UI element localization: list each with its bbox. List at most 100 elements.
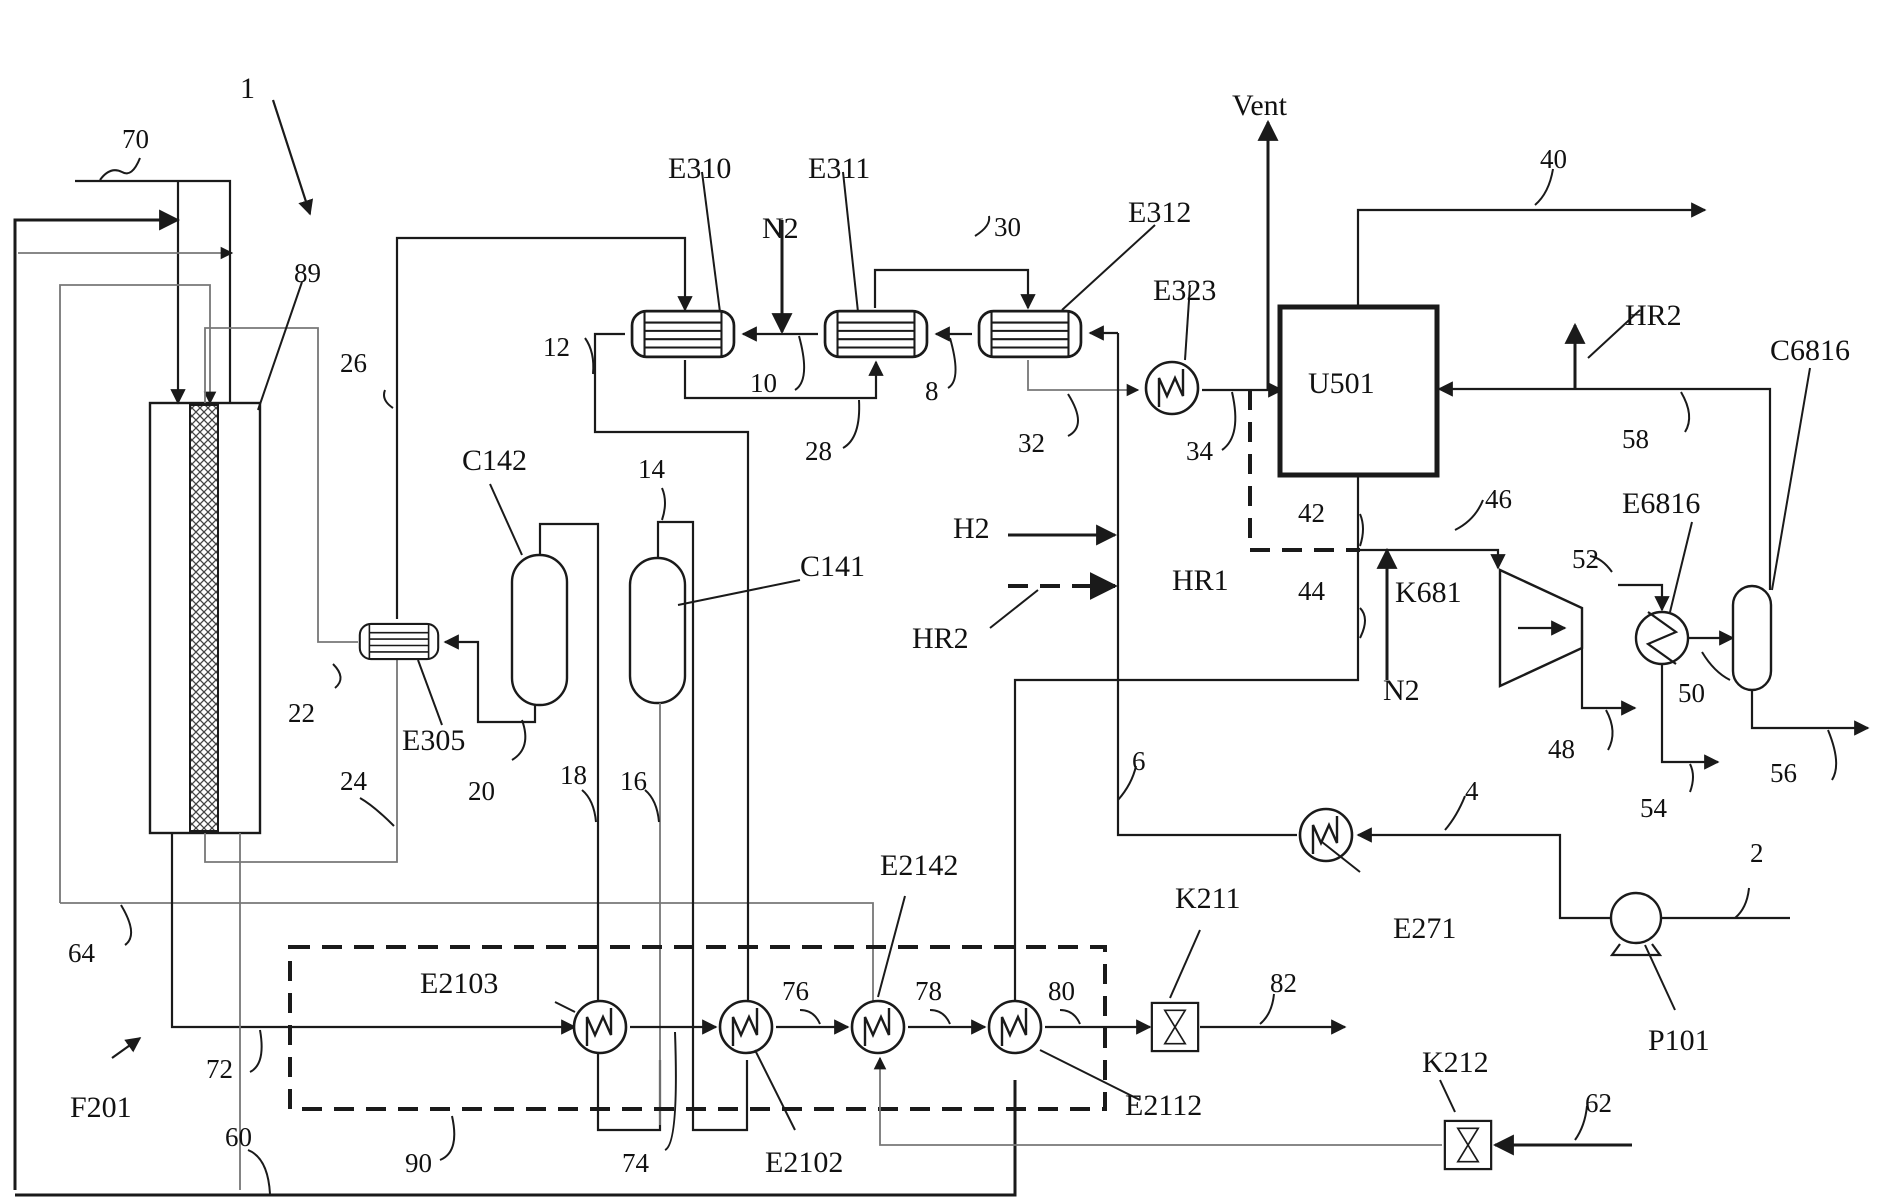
figure-number-label: 1 [240, 72, 255, 105]
squiggle-60 [248, 1150, 270, 1194]
squiggle-24 [360, 798, 394, 826]
squiggle-16 [645, 790, 659, 822]
label-stream-74: 74 [622, 1148, 650, 1178]
label-e2112: E2112 [1125, 1089, 1202, 1122]
furnace-catalyst-tubes [190, 405, 218, 831]
squiggle-90 [440, 1116, 454, 1160]
label-p101: P101 [1648, 1024, 1710, 1057]
label-stream-80: 80 [1048, 976, 1075, 1006]
label-e2142: E2142 [880, 849, 958, 882]
exchanger-e311 [825, 311, 927, 357]
label-e2103: E2103 [420, 967, 498, 1000]
label-stream-30: 30 [994, 212, 1021, 242]
squiggle-8 [948, 338, 956, 388]
leader-c142 [490, 484, 522, 555]
line-stream-60-bottom [15, 1080, 1015, 1195]
label-k212: K212 [1422, 1046, 1489, 1079]
line-stream-30 [875, 270, 1028, 308]
line-stream-70 [75, 181, 230, 403]
label-stream-44: 44 [1298, 576, 1326, 606]
squiggle-14 [662, 488, 665, 520]
label-stream-89: 89 [294, 258, 321, 288]
squiggle-78 [930, 1010, 950, 1024]
squiggle-32 [1068, 394, 1078, 436]
line-stream-52 [1618, 585, 1662, 610]
squiggle-22 [333, 664, 341, 688]
leader-89 [258, 282, 302, 410]
label-stream-62: 62 [1585, 1088, 1612, 1118]
label-stream-52: 52 [1572, 544, 1599, 574]
leader-e310 [702, 172, 720, 312]
label-e312: E312 [1128, 196, 1191, 229]
label-stream-82: 82 [1270, 968, 1297, 998]
squiggle-64 [121, 905, 131, 945]
label-stream-22: 22 [288, 698, 315, 728]
label-hr1: HR1 [1172, 564, 1229, 597]
squiggle-30 [975, 216, 989, 236]
squiggle-20 [512, 720, 525, 760]
label-stream-40: 40 [1540, 144, 1567, 174]
label-n2-bottom: N2 [1383, 674, 1420, 707]
exchanger-e310 [632, 311, 734, 357]
label-e2102: E2102 [765, 1146, 843, 1179]
label-vent: Vent [1232, 89, 1288, 122]
label-stream-32: 32 [1018, 428, 1045, 458]
leader-e311 [843, 172, 858, 312]
label-stream-60: 60 [225, 1122, 252, 1152]
vessel-c142 [512, 555, 567, 705]
label-h2: H2 [953, 512, 990, 545]
label-stream-76: 76 [782, 976, 809, 1006]
squiggle-12 [585, 338, 593, 374]
line-stream-56 [1752, 690, 1868, 728]
label-stream-6: 6 [1132, 746, 1146, 776]
exchanger-e6816 [1636, 612, 1688, 664]
vessel-c141 [630, 558, 685, 703]
label-k681: K681 [1395, 576, 1462, 609]
line-stream-4 [1358, 835, 1612, 918]
label-stream-90: 90 [405, 1148, 432, 1178]
exchanger-e2112 [989, 1001, 1041, 1053]
label-stream-78: 78 [915, 976, 942, 1006]
leader-e312 [1062, 225, 1155, 310]
label-c6816: C6816 [1770, 334, 1850, 367]
squiggle-72 [250, 1030, 262, 1072]
squiggle-56 [1828, 730, 1836, 780]
label-stream-56: 56 [1770, 758, 1797, 788]
pointer-f201 [112, 1038, 140, 1058]
leader-k212 [1440, 1080, 1455, 1112]
leader-k211 [1170, 930, 1200, 998]
label-u501: U501 [1308, 367, 1375, 400]
squiggle-28 [843, 400, 859, 448]
furnace-f201 [150, 403, 260, 833]
squiggle-26 [384, 390, 393, 408]
label-stream-20: 20 [468, 776, 495, 806]
label-e323: E323 [1153, 274, 1216, 307]
label-stream-12: 12 [543, 332, 570, 362]
label-stream-10: 10 [750, 368, 777, 398]
leader-hr2-left [990, 590, 1038, 628]
exchanger-e323 [1146, 362, 1198, 414]
label-stream-4: 4 [1465, 776, 1479, 806]
leader-c6816 [1772, 368, 1810, 590]
label-f201: F201 [70, 1091, 132, 1124]
label-k211: K211 [1175, 882, 1241, 915]
label-stream-42: 42 [1298, 498, 1325, 528]
squiggle-74 [665, 1032, 676, 1150]
label-stream-34: 34 [1186, 436, 1214, 466]
exchanger-e2142 [852, 1001, 904, 1053]
label-stream-8: 8 [925, 376, 939, 406]
squiggle-42 [1360, 514, 1363, 546]
squiggle-4 [1445, 796, 1465, 830]
leader-e305 [418, 660, 442, 725]
squiggle-34 [1222, 392, 1235, 450]
squiggle-54 [1690, 764, 1693, 792]
label-stream-14: 14 [638, 454, 666, 484]
label-e305: E305 [402, 724, 465, 757]
figure-pointer-1 [273, 100, 310, 214]
squiggle-44 [1360, 608, 1365, 638]
exchanger-e305 [360, 624, 438, 659]
label-stream-26: 26 [340, 348, 367, 378]
label-n2-top: N2 [762, 212, 799, 245]
label-hr2-left: HR2 [912, 622, 969, 655]
